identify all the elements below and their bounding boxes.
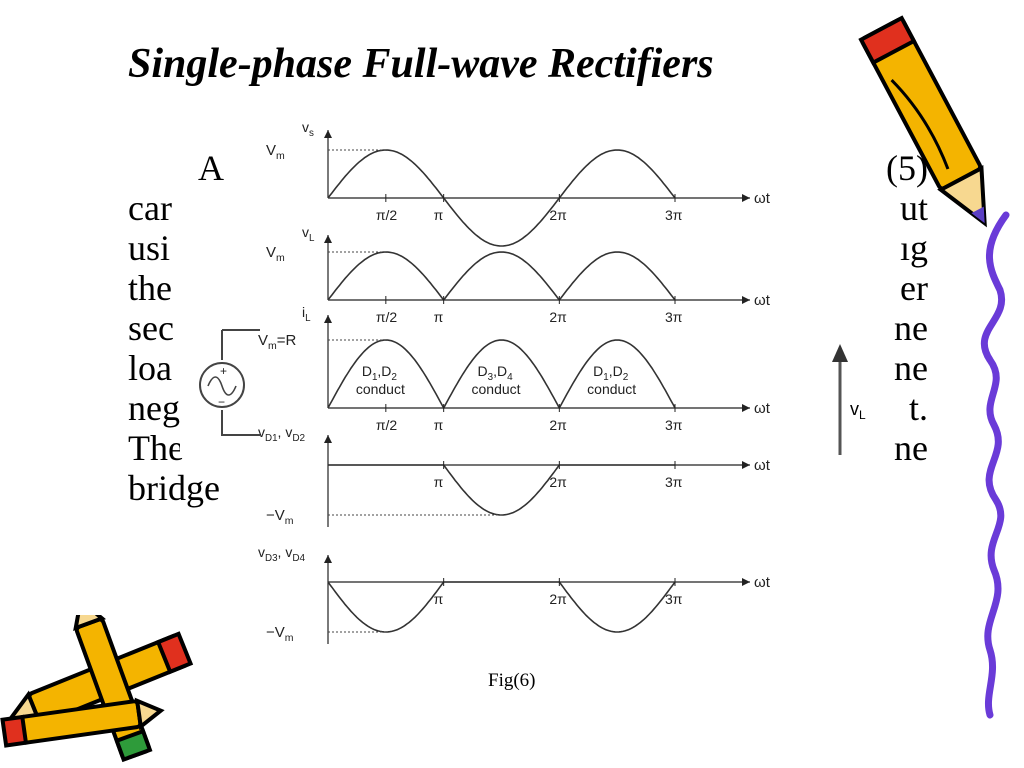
ac-source-symbol: + − [180,322,260,452]
body-line-left: neg [128,388,180,428]
load-voltage-label: vL [850,399,866,422]
reference-level-label: Vm=R [258,332,297,352]
x-tick-label: 3π [665,309,683,325]
body-line: neg t. [128,388,928,428]
conducting-diodes-label: D1,D2 [593,363,629,383]
body-line-right: ne [894,348,928,388]
x-tick-label: π [434,474,444,490]
crossed-pencils-icon [0,615,194,763]
source-plus-sign: + [220,364,227,378]
x-axis-arrow-icon [742,194,750,202]
y-axis-arrow-icon [324,130,332,138]
body-line-left: loa [128,348,172,388]
body-line-right: ne [894,308,928,348]
x-tick-label: 3π [665,417,683,433]
x-tick-label: π/2 [376,207,398,223]
body-line: usi ıg [128,228,928,268]
conduct-label: conduct [356,381,405,397]
source-minus-sign: − [218,395,225,409]
x-tick-label: π [434,591,444,607]
x-axis-arrow-icon [742,296,750,304]
y-axis-arrow-icon [324,315,332,323]
conduct-label: conduct [587,381,636,397]
figure-background [260,110,780,650]
body-line-left: The [128,428,184,468]
body-line: The ne [128,428,928,468]
x-tick-label: 2π [549,309,567,325]
body-line-right: ıg [899,228,928,268]
x-tick-label: π [434,417,444,433]
body-line-right: ne [894,428,928,468]
y-axis-name-label: iL [302,304,311,324]
body-line: loa ne [128,348,928,388]
body-line-right: t. [908,388,928,428]
body-line-right: er [900,268,928,308]
x-axis-label: ωt [754,190,771,207]
x-axis-label: ωt [754,574,771,591]
load-voltage-arrow: vL [820,340,890,460]
x-axis-label: ωt [754,457,771,474]
squiggle-line-icon [980,211,1010,719]
pencil-icon [858,15,987,228]
body-line-right: ut [899,188,928,228]
slide-title: Single-phase Full-wave Rectifiers [128,41,714,87]
conduct-label: conduct [472,381,521,397]
x-axis-arrow-icon [742,404,750,412]
body-line: sec ne [128,308,928,348]
body-line-left: A [198,148,224,188]
x-tick-label: π [434,309,444,325]
x-tick-label: 3π [665,207,683,223]
arrow-head-icon [832,344,848,362]
body-line-left: sec [128,308,174,348]
x-tick-label: 3π [665,474,683,490]
x-axis-label: ωt [754,292,771,309]
x-tick-label: 2π [549,417,567,433]
conducting-diodes-label: D3,D4 [478,363,514,383]
body-line-left: the [128,268,172,308]
y-axis-arrow-icon [324,435,332,443]
figure-caption: Fig(6) [488,670,536,691]
x-tick-label: 2π [549,591,567,607]
body-line-left: usi [128,228,171,268]
conducting-diodes-label: D1,D2 [362,363,398,383]
x-tick-label: π/2 [376,309,398,325]
body-line: car ut [128,188,928,228]
body-line: bridge [128,468,928,508]
y-axis-arrow-icon [324,555,332,563]
body-line-left: car [128,188,172,228]
x-tick-label: π [434,207,444,223]
x-axis-arrow-icon [742,461,750,469]
y-axis-arrow-icon [324,235,332,243]
body-line: the er [128,268,928,308]
x-axis-arrow-icon [742,578,750,586]
x-tick-label: 3π [665,591,683,607]
x-axis-label: ωt [754,400,771,417]
x-tick-label: 2π [549,474,567,490]
x-tick-label: π/2 [376,417,398,433]
body-line-left: bridge [128,468,220,508]
x-tick-label: 2π [549,207,567,223]
